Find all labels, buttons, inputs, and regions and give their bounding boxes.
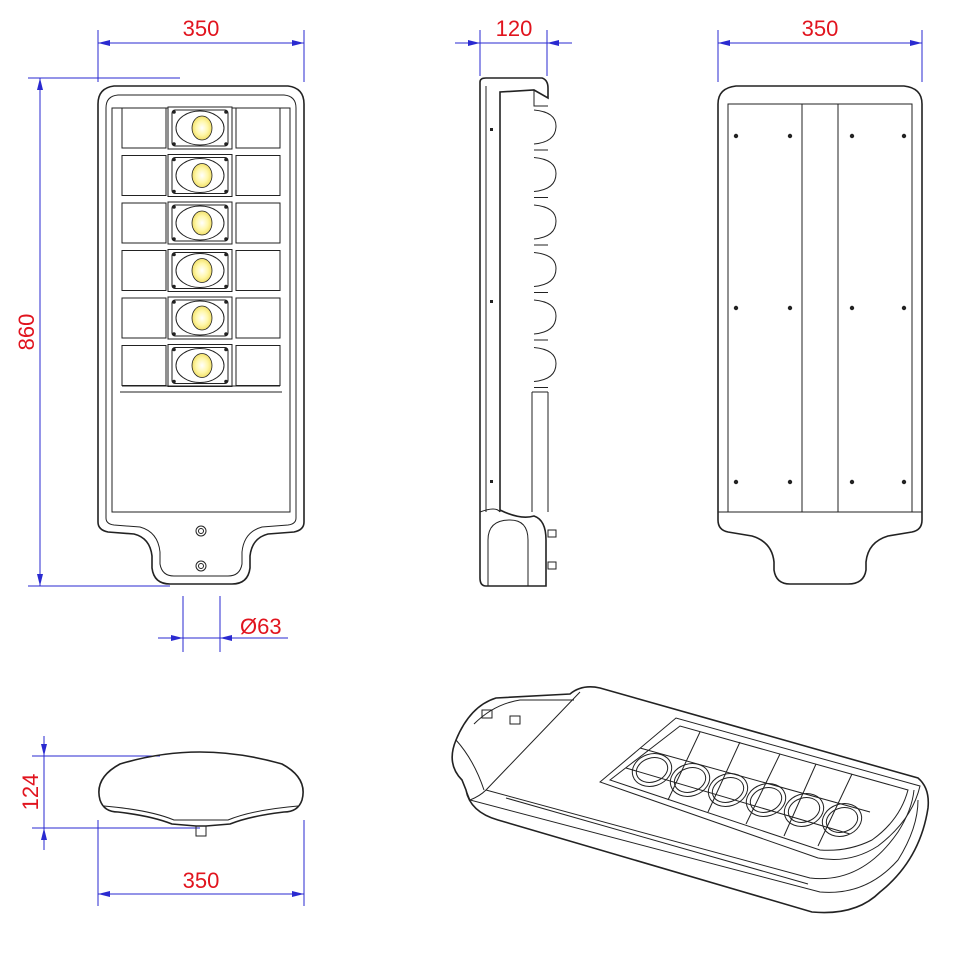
side-housing-outline	[479, 77, 549, 587]
front-width-label: 350	[183, 16, 220, 41]
iso-led-lens	[707, 773, 749, 807]
back-view: 350	[717, 16, 923, 585]
back-width-label: 350	[802, 16, 839, 41]
pole-diameter-label: Ø63	[240, 614, 282, 639]
led-chip	[191, 163, 213, 188]
led-lens-profile	[533, 204, 557, 240]
isometric-view	[451, 686, 930, 914]
led-lens-profile	[533, 252, 557, 287]
pole-diameter-dimension: Ø63	[158, 596, 288, 652]
led-chip	[191, 353, 213, 378]
led-lens-profile	[533, 347, 557, 382]
iso-housing-outline	[451, 686, 930, 914]
side-screws	[490, 128, 557, 570]
led-module	[121, 201, 281, 245]
end-view: 124 350	[18, 736, 305, 906]
end-width-dimension: 350	[97, 820, 305, 906]
led-chip	[191, 305, 213, 331]
iso-led-lens	[821, 803, 863, 837]
side-depth-label: 120	[496, 16, 533, 41]
end-housing-outline	[98, 751, 304, 827]
led-chip	[191, 115, 213, 141]
iso-led-lens	[631, 753, 673, 787]
led-module	[121, 154, 281, 197]
iso-terminal-bolts	[481, 709, 521, 725]
led-lens-profile	[533, 157, 557, 192]
front-view: 350 860 Ø63	[14, 16, 305, 652]
iso-led-lens	[745, 783, 787, 817]
back-housing-outline	[717, 85, 923, 585]
led-chip	[191, 258, 213, 283]
front-height-dimension: 860	[14, 77, 180, 587]
housing-outline	[97, 85, 305, 585]
led-module-grid	[121, 106, 281, 387]
led-chip	[191, 210, 213, 236]
iso-led-lens	[669, 763, 711, 797]
end-height-dimension: 124	[18, 736, 200, 850]
led-module	[121, 106, 281, 150]
front-width-dimension: 350	[97, 16, 305, 82]
mount-bolt	[195, 525, 207, 537]
end-height-label: 124	[18, 774, 43, 811]
led-module	[121, 344, 281, 387]
iso-led-grid	[599, 717, 921, 860]
iso-led-lens-row	[631, 753, 863, 837]
led-lens-profile	[533, 299, 557, 335]
side-depth-dimension: 120	[455, 16, 572, 76]
back-mount-screws	[733, 133, 907, 485]
side-view: 120	[455, 16, 572, 587]
end-width-label: 350	[183, 868, 220, 893]
led-module	[121, 249, 281, 292]
led-lens-profile-row	[533, 109, 557, 388]
back-width-dimension: 350	[717, 16, 923, 82]
iso-led-lens	[783, 793, 825, 827]
mount-bolt	[195, 560, 207, 572]
led-module	[121, 296, 281, 340]
front-height-label: 860	[14, 314, 39, 351]
led-lens-profile	[533, 109, 557, 145]
